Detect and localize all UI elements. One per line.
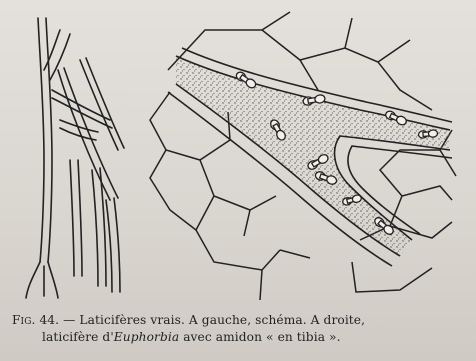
caption-line-1: Fig. 44. — Laticifères vrais. A gauche, … xyxy=(12,312,468,329)
caption-text-1: — Laticifères vrais. A gauche, schéma. A… xyxy=(63,313,365,327)
figure-label: Fig. 44. xyxy=(12,313,59,327)
laticifer-illustration xyxy=(0,0,476,310)
caption-line-2: laticifère d'Euphorbia avec amidon « en … xyxy=(12,329,468,346)
figure-caption: Fig. 44. — Laticifères vrais. A gauche, … xyxy=(12,312,468,346)
caption-text-2a: laticifère d' xyxy=(42,330,114,344)
species-name: Euphorbia xyxy=(114,330,179,344)
caption-text-2b: avec amidon « en tibia ». xyxy=(179,330,340,344)
schematic-laticifer-drawing xyxy=(26,18,124,298)
euphorbia-laticifer-drawing xyxy=(150,12,456,300)
